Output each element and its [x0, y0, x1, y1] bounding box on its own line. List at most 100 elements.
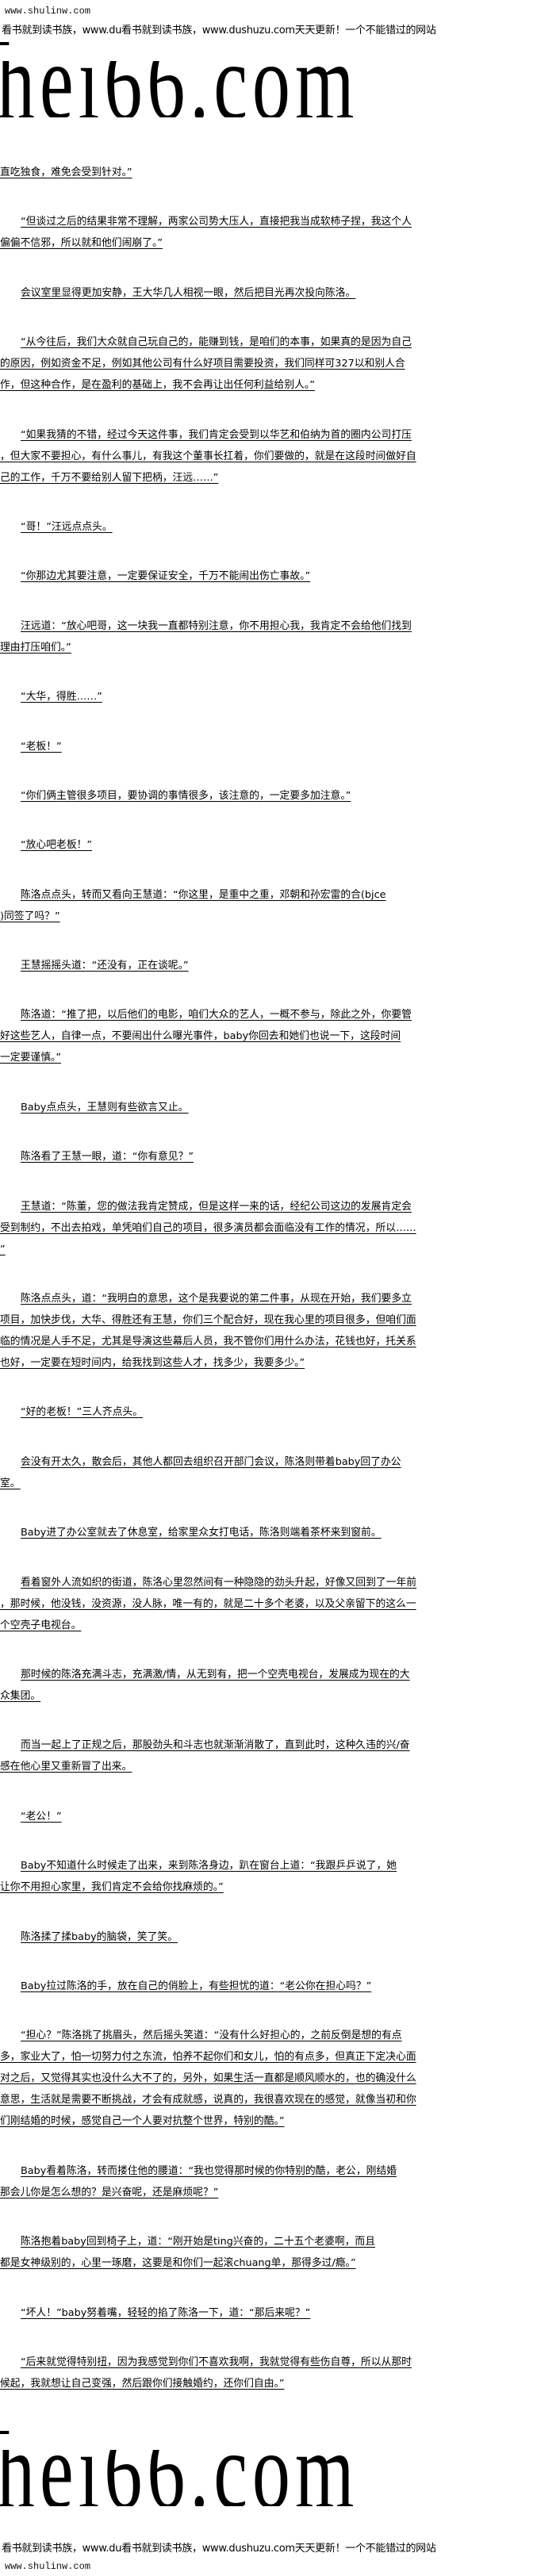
paragraph: 陈洛点点头，道：“我明白的意思，这个是我要说的第二件事，从现在开始，我们要多立项… — [0, 1288, 537, 1374]
paragraph-line: “如果我猜的不错，经过今天这件事，我们肯定会受到以华艺和伯纳为首的圈内公司打压 — [21, 428, 412, 441]
paragraph: “但谈过之后的结果非常不理解，两家公司势大压人，直接把我当成软柿子捏，我这个人偏… — [0, 211, 537, 254]
paragraph: 而当一起上了正规之后，那股劲头和斗志也就渐渐消散了，直到此时，这种久违的兴/奋感… — [0, 1735, 537, 1777]
paragraph-line: “放心吧老板！” — [21, 839, 93, 852]
paragraph-line: 直吃独食，难免会受到针对。” — [0, 167, 132, 178]
paragraph-line: 临的情况是人手不足，尤其是导演这些幕后人员，我不管你们用什么办法，花钱也好，托关… — [0, 1336, 416, 1348]
paragraph-line: 己的工作，千万不要给别人留下把柄，汪远……” — [0, 471, 219, 484]
paragraph-line: Baby看着陈洛，转而搂住他的腰道：“我也觉得那时候的你特别的酷，老公，刚结婚 — [21, 2164, 397, 2177]
paragraph-line: 汪远道：“放心吧哥，这一块我一直都特别注意，你不用担心我，我肯定不会给他们找到 — [21, 619, 412, 632]
paragraph-line: “好的老板！”三人齐点头。 — [21, 1406, 144, 1419]
paragraph: Baby不知道什么时候走了出来，来到陈洛身边，趴在窗台上道：“我跟乒乒说了，她让… — [0, 1855, 537, 1898]
paragraph: “老板！” — [0, 736, 537, 757]
paragraph-line: “你们俩主管很多项目，要协调的事情很多，该注意的，一定要多加注意。” — [21, 789, 351, 802]
paragraph: “坏人！”baby努着嘴，轻轻的掐了陈洛一下，道：“那后来呢？” — [0, 2302, 537, 2324]
paragraph: Baby看着陈洛，转而搂住他的腰道：“我也觉得那时候的你特别的酷，老公，刚结婚那… — [0, 2160, 537, 2203]
paragraph: 直吃独食，难免会受到针对。” — [0, 162, 537, 183]
paragraph-line: 王慧道：“陈董，您的做法我肯定赞成，但是这样一来的话，经纪公司这边的发展肯定会 — [21, 1200, 412, 1213]
watermark-logo-top: hei66.com — [0, 38, 537, 117]
paragraph-line: “你那边尤其要注意，一定要保证安全，千万不能闹出伤亡事故。” — [21, 570, 311, 583]
paragraph-line: 陈洛揉了揉baby的脑袋，笑了笑。 — [21, 1930, 178, 1943]
paragraph: 会议室里显得更加安静，王大华几人相视一眼，然后把目光再次投向陈洛。 — [0, 282, 537, 304]
paragraph-line: 受到制约，不出去拍戏，单凭咱们自己的项目，很多演员都会面临没有工作的情况，所以…… — [0, 1221, 416, 1234]
paragraph-line: 项目，加快步伐，大华、得胜还有王慧，你们三个配合好，现在我心里的项目很多，但咱们… — [0, 1314, 416, 1327]
paragraph: “好的老板！”三人齐点头。 — [0, 1401, 537, 1423]
chapter-content: 直吃独食，难免会受到针对。” “但谈过之后的结果非常不理解，两家公司势大压人，直接… — [0, 162, 537, 2422]
paragraph: 陈洛道：“推了把，以后他们的电影，咱们大众的艺人，一概不参与，除此之外，你要管好… — [0, 1004, 537, 1068]
paragraph-line: 个空壳子电视台。 — [0, 1619, 82, 1631]
paragraph-line: 好这些艺人，自律一点，不要闹出什么曝光事件，baby你回去和她们也说一下，这段时… — [0, 1030, 401, 1043]
paragraph: 陈洛点点头，转而又看向王慧道：“你这里，是重中之重，邓朝和孙宏雷的合(bjce)… — [0, 884, 537, 927]
paragraph: 会没有开太久，散会后，其他人都回去组织召开部门会议，陈洛则带着baby回了办公室… — [0, 1451, 537, 1494]
paragraph: Baby进了办公室就去了休息室，给家里众女打电话，陈洛则端着茶杯来到窗前。 — [0, 1522, 537, 1543]
paragraph-line: “大华，得胜……” — [21, 691, 102, 703]
paragraph-line: 多，家业大了，怕一切努力付之东流，怕养不起你们和女儿，怕的有点多，但真正下定决心… — [0, 2051, 416, 2064]
paragraph: 陈洛看了王慧一眼，道：“你有意见？” — [0, 1146, 537, 1167]
paragraph-line: ” — [0, 1243, 6, 1255]
paragraph-line: 对之后，又觉得其实也没什么大不了的，另外，如果生活一直都是顺风顺水的，也的确没什… — [0, 2072, 416, 2085]
logo-mask — [0, 2434, 537, 2450]
logo-mask — [0, 45, 537, 61]
paragraph: 王慧道：“陈董，您的做法我肯定赞成，但是这样一来的话，经纪公司这边的发展肯定会受… — [0, 1196, 537, 1260]
paragraph-line: “老板！” — [21, 740, 62, 753]
paragraph-line: 让你不用担心家里，我们肯定不会给你找麻烦的。” — [0, 1881, 224, 1894]
paragraph-line: Baby拉过陈洛的手，放在自己的俏脸上，有些担忧的道：“老公你在担心吗？” — [21, 1980, 372, 1992]
paragraph-line: “后来就觉得特别扭，因为我感觉到你们不喜欢我啊，我就觉得有些伤自尊，所以从那时 — [21, 2356, 412, 2368]
paragraph: 陈洛抱着baby回到椅子上，道：“刚开始是ting兴奋的，二十五个老婆啊，而且都… — [0, 2231, 537, 2274]
paragraph-line: Baby进了办公室就去了休息室，给家里众女打电话，陈洛则端着茶杯来到窗前。 — [21, 1527, 382, 1539]
paragraph: “后来就觉得特别扭，因为我感觉到你们不喜欢我啊，我就觉得有些伤自尊，所以从那时候… — [0, 2352, 537, 2394]
paragraph: 那时候的陈洛充满斗志，充满激/情，从无到有，把一个空壳电视台，发展成为现在的大众… — [0, 1664, 537, 1707]
paragraph-line: “从今往后，我们大众就自己玩自己的，能赚到钱，是咱们的本事，如果真的是因为自己 — [21, 336, 412, 349]
paragraph-line: ，但大家不要担心，有什么事儿，有我这个董事长扛着，你们要做的，就是在这段时间做好… — [0, 450, 416, 462]
paragraph-line: 陈洛点点头，道：“我明白的意思，这个是我要说的第二件事，从现在开始，我们要多立 — [21, 1293, 412, 1305]
paragraph-line: Baby不知道什么时候走了出来，来到陈洛身边，趴在窗台上道：“我跟乒乒说了，她 — [21, 1860, 397, 1873]
paragraph-line: 而当一起上了正规之后，那股劲头和斗志也就渐渐消散了，直到此时，这种久违的兴/奋 — [21, 1739, 410, 1752]
paragraph: 看着窗外人流如织的街道，陈洛心里忽然间有一种隐隐的劲头升起，好像又回到了一年前，… — [0, 1572, 537, 1636]
paragraph-line: 理由打压咱们。” — [0, 641, 71, 654]
paragraph-line: 候起，我就想让自己变强，然后跟你们接触婚约，还你们自由。” — [0, 2377, 285, 2390]
paragraph: “你们俩主管很多项目，要协调的事情很多，该注意的，一定要多加注意。” — [0, 785, 537, 807]
paragraph-line: “坏人！”baby努着嘴，轻轻的掐了陈洛一下，道：“那后来呢？” — [21, 2306, 311, 2319]
watermark-logo-bottom: hei66.com — [0, 2427, 537, 2506]
paragraph-line: “但谈过之后的结果非常不理解，两家公司势大压人，直接把我当成软柿子捏，我这个人 — [21, 216, 412, 228]
paragraph: 陈洛揉了揉baby的脑袋，笑了笑。 — [0, 1926, 537, 1948]
paragraph: 汪远道：“放心吧哥，这一块我一直都特别注意，你不用担心我，我肯定不会给他们找到理… — [0, 615, 537, 658]
paragraph: “担心？”陈洛挑了挑眉头，然后摇头笑道：“没有什么好担心的，之前反倒是想的有点多… — [0, 2025, 537, 2132]
paragraph-line: “老公！” — [21, 1810, 62, 1823]
paragraph: Baby点点头，王慧则有些欲言又止。 — [0, 1097, 537, 1118]
paragraph-line: 意思，生活就是需要不断挑战，才会有成就感，说真的，我很喜欢现在的感觉，就像当初和… — [0, 2094, 416, 2106]
paragraph: “放心吧老板！” — [0, 834, 537, 856]
paragraph-line: )同签了吗？” — [0, 910, 60, 922]
paragraph-line: 们刚结婚的时候，感觉自己一个人要对抗整个世界，特别的酷。” — [0, 2115, 285, 2128]
paragraph: “你那边尤其要注意，一定要保证安全，千万不能闹出伤亡事故。” — [0, 565, 537, 587]
paragraph-line: 那会儿你是怎么想的？是兴奋呢，还是麻烦呢？” — [0, 2186, 219, 2198]
site-url-top[interactable]: www.shulinw.com — [5, 6, 91, 17]
site-url-bottom[interactable]: www.shulinw.com — [5, 2561, 91, 2572]
paragraph: “如果我猜的不错，经过今天这件事，我们肯定会受到以华艺和伯纳为首的圈内公司打压 ，… — [0, 424, 537, 489]
paragraph-line: 偏偏不信邪，所以就和他们闹崩了。” — [0, 237, 163, 250]
site-notice-top: 看书就到读书族，www.du看书就到读书族，www.dushuzu.com天天更… — [2, 25, 436, 36]
paragraph-line: 那时候的陈洛充满斗志，充满激/情，从无到有，把一个空壳电视台，发展成为现在的大 — [21, 1668, 410, 1681]
paragraph-line: 陈洛看了王慧一眼，道：“你有意见？” — [21, 1151, 194, 1163]
paragraph-line: 会没有开太久，散会后，其他人都回去组织召开部门会议，陈洛则带着baby回了办公 — [21, 1455, 401, 1468]
paragraph: “从今往后，我们大众就自己玩自己的，能赚到钱，是咱们的本事，如果真的是因为自己的… — [0, 332, 537, 396]
paragraph-line: ，那时候，他没钱，没资源，没人脉，唯一有的，就是二十多个老婆，以及父亲留下的这么… — [0, 1597, 416, 1610]
paragraph-line: 王慧摇摇头道：“还没有，正在谈呢。” — [21, 960, 189, 972]
paragraph-line: 室。 — [0, 1477, 21, 1489]
paragraph: “老公！” — [0, 1806, 537, 1827]
paragraph: Baby拉过陈洛的手，放在自己的俏脸上，有些担忧的道：“老公你在担心吗？” — [0, 1976, 537, 1997]
paragraph-line: 众集团。 — [0, 1689, 41, 1702]
paragraph-line: 也好，一定要在短时间内，给我找到这些人才，找多少，我要多少。” — [0, 1357, 305, 1370]
paragraph-line: 都是女神级别的，心里一琢磨，这要是和你们一起滚chuang单，那得多过/瘾。” — [0, 2257, 356, 2270]
paragraph-line: 陈洛道：“推了把，以后他们的电影，咱们大众的艺人，一概不参与，除此之外，你要管 — [21, 1009, 412, 1022]
paragraph-line: 会议室里显得更加安静，王大华几人相视一眼，然后把目光再次投向陈洛。 — [21, 286, 356, 299]
paragraph-line: 一定要谨慎。” — [0, 1052, 62, 1064]
paragraph-line: 作，但这种合作，是在盈利的基础上，我不会再让出任何利益给别人。” — [0, 379, 315, 392]
paragraph: 王慧摇摇头道：“还没有，正在谈呢。” — [0, 955, 537, 976]
paragraph-line: Baby点点头，王慧则有些欲言又止。 — [21, 1101, 189, 1114]
paragraph-line: 感在他心里又重新冒了出来。 — [0, 1761, 132, 1773]
paragraph: “哥！”汪远点点头。 — [0, 516, 537, 538]
paragraph-line: 的原因，例如资金不足，例如其他公司有什么好项目需要投资，我们同样可327以和别人… — [0, 358, 405, 370]
paragraph-line: 陈洛点点头，转而又看向王慧道：“你这里，是重中之重，邓朝和孙宏雷的合(bjce — [21, 888, 386, 901]
site-notice-bottom: 看书就到读书族，www.du看书就到读书族，www.dushuzu.com天天更… — [2, 2543, 436, 2555]
paragraph-line: “担心？”陈洛挑了挑眉头，然后摇头笑道：“没有什么好担心的，之前反倒是想的有点 — [21, 2030, 402, 2042]
